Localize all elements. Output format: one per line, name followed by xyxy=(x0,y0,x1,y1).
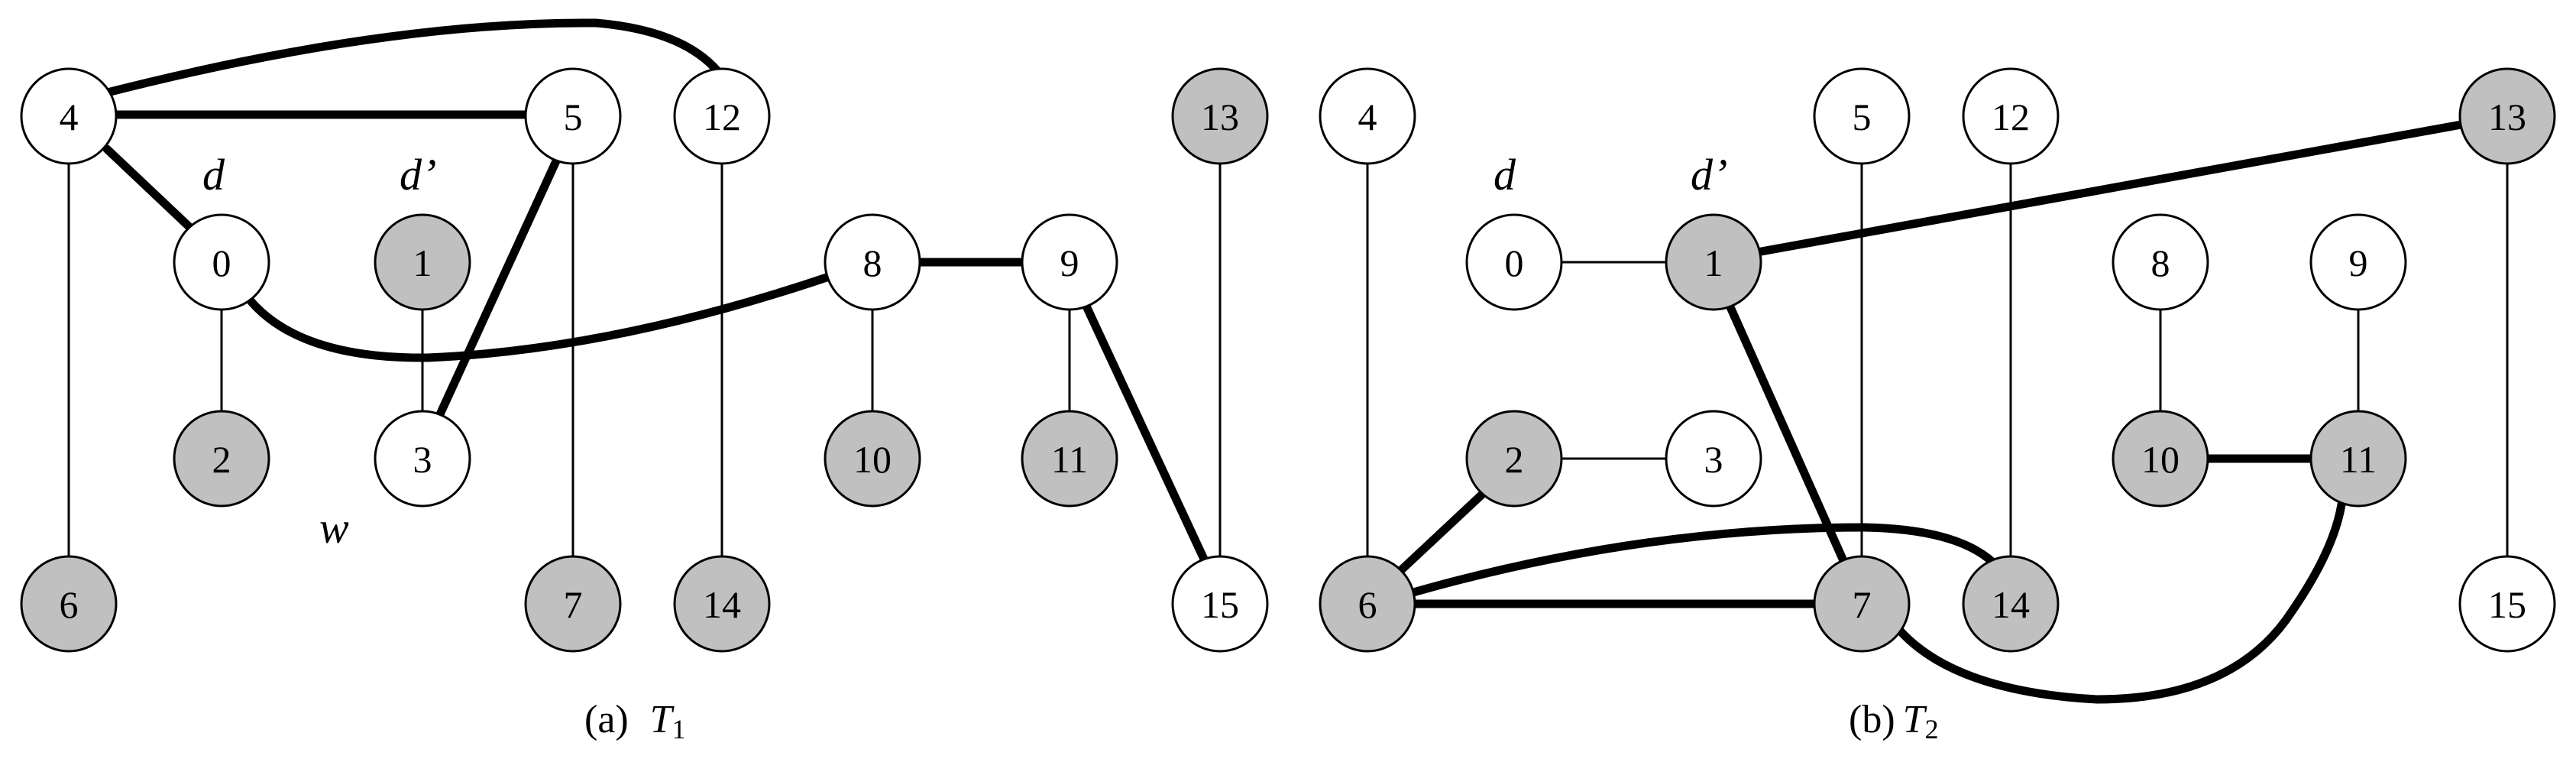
node-b-10: 10 xyxy=(2112,410,2209,508)
node-a-12: 12 xyxy=(673,67,771,165)
panel-a-nodes: 4 5 12 13 0 1 8 9 2 3 10 11 6 7 14 15 xyxy=(20,67,1269,653)
node-a-6: 6 xyxy=(20,555,118,653)
edge-b-6-14 xyxy=(1409,523,1997,597)
svg-text:10: 10 xyxy=(853,438,892,481)
svg-text:11: 11 xyxy=(2340,438,2377,481)
svg-text:6: 6 xyxy=(60,583,79,626)
svg-text:6: 6 xyxy=(1358,583,1377,626)
node-b-4: 4 xyxy=(1319,67,1416,165)
node-a-0: 0 xyxy=(173,213,270,311)
svg-text:12: 12 xyxy=(1992,96,2030,138)
svg-text:5: 5 xyxy=(1853,96,1872,138)
svg-text:4: 4 xyxy=(60,96,79,138)
node-a-7: 7 xyxy=(524,555,622,653)
node-a-2: 2 xyxy=(173,410,270,508)
node-b-14: 14 xyxy=(1962,555,2060,653)
svg-text:7: 7 xyxy=(1853,583,1872,626)
svg-text:1: 1 xyxy=(1704,242,1723,284)
node-b-7: 7 xyxy=(1813,555,1911,653)
svg-text:3: 3 xyxy=(413,438,432,481)
node-b-12: 12 xyxy=(1962,67,2060,165)
svg-text:13: 13 xyxy=(2488,96,2526,138)
edge-b-1-13 xyxy=(1752,120,2466,257)
node-a-9: 9 xyxy=(1021,213,1118,311)
svg-text:13: 13 xyxy=(1201,96,1239,138)
node-b-9: 9 xyxy=(2309,213,2407,311)
label-b-d-prime: d’ xyxy=(1691,150,1727,199)
node-b-8: 8 xyxy=(2112,213,2209,311)
label-b-d: d xyxy=(1493,150,1516,199)
svg-text:7: 7 xyxy=(564,583,583,626)
edge-b-7-11 xyxy=(1895,500,2346,704)
node-a-10: 10 xyxy=(824,410,921,508)
svg-text:5: 5 xyxy=(564,96,583,138)
edge-a-0-8 xyxy=(244,272,833,362)
svg-text:10: 10 xyxy=(2141,438,2180,481)
svg-text:8: 8 xyxy=(863,242,882,284)
node-a-8: 8 xyxy=(824,213,921,311)
node-b-0: 0 xyxy=(1465,213,1563,311)
panel-b-edges xyxy=(1366,116,2509,704)
edge-a-9-15 xyxy=(1079,295,1212,570)
svg-text:1: 1 xyxy=(413,242,432,284)
svg-text:0: 0 xyxy=(212,242,231,284)
node-a-5: 5 xyxy=(524,67,622,165)
node-b-13: 13 xyxy=(2458,67,2556,165)
edge-a-4-0 xyxy=(102,144,194,232)
node-b-6: 6 xyxy=(1319,555,1416,653)
label-a-d-prime: d’ xyxy=(400,150,436,199)
node-b-3: 3 xyxy=(1665,410,1762,508)
node-b-2: 2 xyxy=(1465,410,1563,508)
node-b-1: 1 xyxy=(1665,213,1762,311)
svg-text:9: 9 xyxy=(2349,242,2368,284)
svg-text:3: 3 xyxy=(1704,438,1723,481)
svg-text:15: 15 xyxy=(1201,583,1239,626)
edge-b-1-7 xyxy=(1723,297,1849,569)
node-a-3: 3 xyxy=(374,410,471,508)
node-b-15: 15 xyxy=(2458,555,2556,653)
node-b-5: 5 xyxy=(1813,67,1911,165)
edge-a-5-3 xyxy=(431,150,564,429)
edge-b-2-6 xyxy=(1397,488,1488,574)
node-a-13: 13 xyxy=(1171,67,1269,165)
svg-text:14: 14 xyxy=(1992,583,2030,626)
svg-text:15: 15 xyxy=(2488,583,2526,626)
svg-text:14: 14 xyxy=(703,583,741,626)
svg-text:2: 2 xyxy=(212,438,231,481)
svg-text:12: 12 xyxy=(703,96,741,138)
svg-text:4: 4 xyxy=(1358,96,1377,138)
node-b-11: 11 xyxy=(2309,410,2407,508)
label-a-d: d xyxy=(202,150,225,199)
edge-a-4-12 xyxy=(91,18,727,100)
panel-a-edges xyxy=(67,18,1222,604)
node-a-4: 4 xyxy=(20,67,118,165)
node-a-11: 11 xyxy=(1021,410,1118,508)
node-a-1: 1 xyxy=(374,213,471,311)
label-a-w: w xyxy=(319,503,349,553)
caption-a: (a)T1 xyxy=(584,698,686,744)
svg-text:0: 0 xyxy=(1505,242,1524,284)
caption-b: (b)T2 xyxy=(1849,698,1939,744)
node-a-14: 14 xyxy=(673,555,771,653)
panel-b-nodes: 4 5 12 13 0 1 8 9 2 3 10 11 6 7 14 15 xyxy=(1319,67,2556,653)
svg-text:11: 11 xyxy=(1051,438,1088,481)
node-a-15: 15 xyxy=(1171,555,1269,653)
svg-text:8: 8 xyxy=(2151,242,2170,284)
svg-text:2: 2 xyxy=(1505,438,1524,481)
svg-text:9: 9 xyxy=(1060,242,1079,284)
